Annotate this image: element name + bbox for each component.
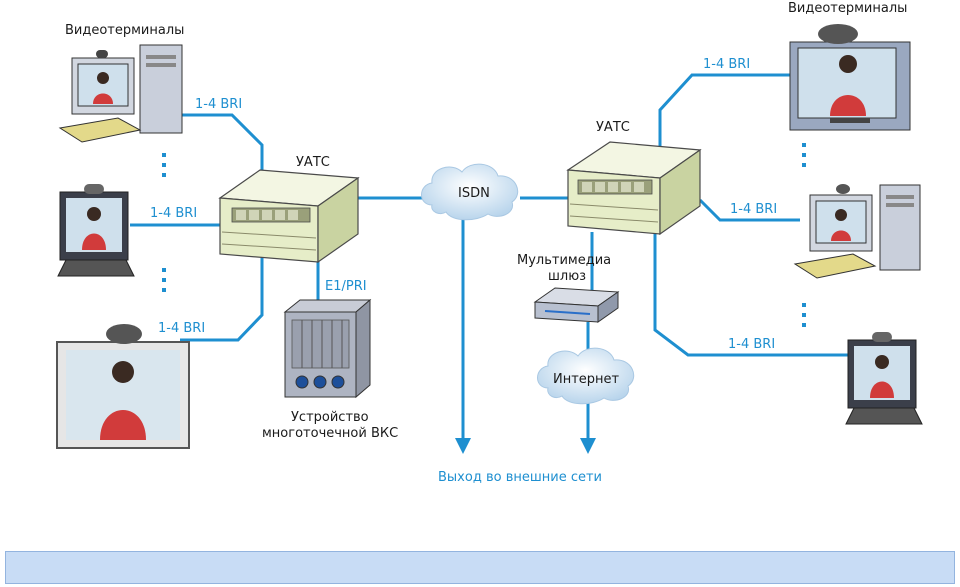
gateway-label-line1: Мультимедиа <box>517 253 611 268</box>
bri-label-1: 1-4 BRI <box>195 97 242 112</box>
video-terminal-right-bottom <box>845 332 923 425</box>
multimedia-gateway-device <box>533 287 620 323</box>
pbx-right-device <box>566 141 702 236</box>
tv-terminal-left-bottom <box>56 324 190 449</box>
pc-terminal-right-middle <box>793 184 921 279</box>
footer-bar <box>5 551 955 584</box>
external-networks-label: Выход во внешние сети <box>438 470 602 485</box>
bri-label-6: 1-4 BRI <box>728 337 775 352</box>
pbx-left-device <box>218 169 360 264</box>
bri-label-3: 1-4 BRI <box>158 321 205 336</box>
bri-label-2: 1-4 BRI <box>150 206 197 221</box>
videoterminals-left-label: Видеотерминалы <box>65 23 184 38</box>
isdn-label: ISDN <box>458 186 490 201</box>
arrowhead-left <box>455 438 471 454</box>
link-tv3-pbx-left <box>180 255 264 342</box>
bri-label-5: 1-4 BRI <box>730 202 777 217</box>
link-pbx-right-pc2 <box>698 198 800 222</box>
pc-terminal-left-top <box>58 44 183 143</box>
video-terminal-left-middle <box>57 184 135 277</box>
gateway-label-line2: шлюз <box>548 269 586 284</box>
internet-cloud <box>537 347 635 405</box>
link-pbx-right-tv1 <box>658 73 790 155</box>
videoterminals-right-label: Видеотерминалы <box>788 1 907 16</box>
arrowhead-right <box>580 438 596 454</box>
mcu-label-line1: Устройство <box>291 410 369 425</box>
mcu-label-line2: многоточечной ВКС <box>262 426 398 441</box>
bri-label-4: 1-4 BRI <box>703 57 750 72</box>
uats-right-label: УАТС <box>596 120 630 135</box>
connection-lines <box>130 73 848 440</box>
ellipsis-dots <box>162 143 806 327</box>
link-pc1-pbx-left <box>140 113 264 190</box>
uats-left-label: УАТС <box>296 155 330 170</box>
e1-pri-label: E1/PRI <box>325 279 367 294</box>
network-diagram: Видеотерминалы Видеотерминалы УАТС УАТС … <box>56 1 923 485</box>
isdn-cloud <box>421 163 519 221</box>
internet-label: Интернет <box>553 372 620 387</box>
tv-terminal-right-top <box>789 24 911 131</box>
link-pbx-right-vt3 <box>653 230 848 357</box>
mcu-device <box>283 298 372 399</box>
